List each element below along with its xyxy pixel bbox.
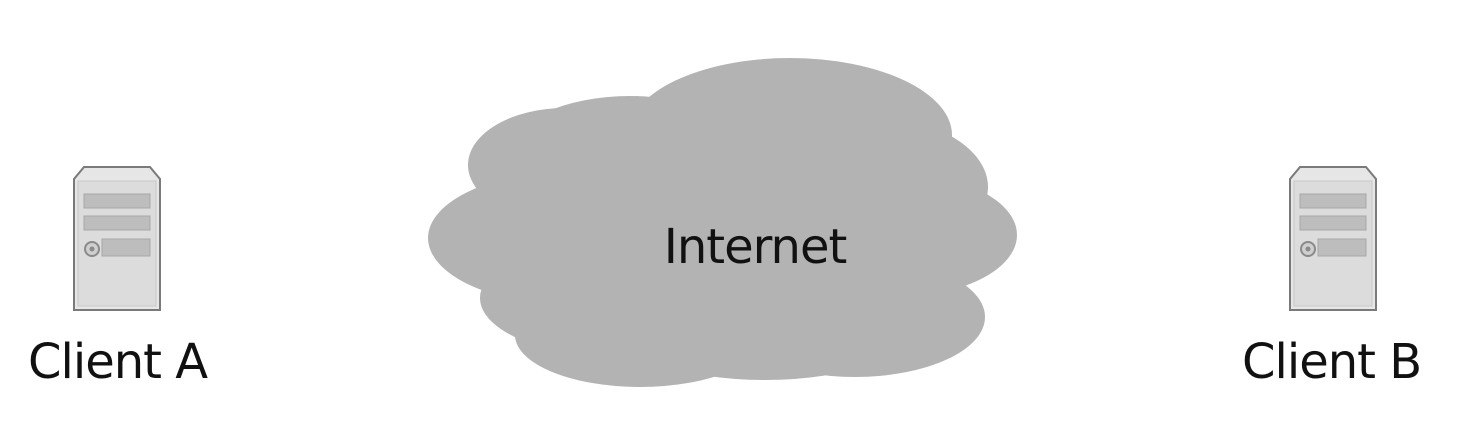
internet-cloud: Internet <box>425 55 1025 395</box>
client-b-label: Client B <box>1242 334 1422 390</box>
cloud-shape <box>428 58 1017 387</box>
client-a-label: Client A <box>28 334 208 390</box>
server-tower-icon <box>1288 165 1378 313</box>
internet-label: Internet <box>663 219 848 275</box>
server-tower-icon <box>72 165 162 313</box>
